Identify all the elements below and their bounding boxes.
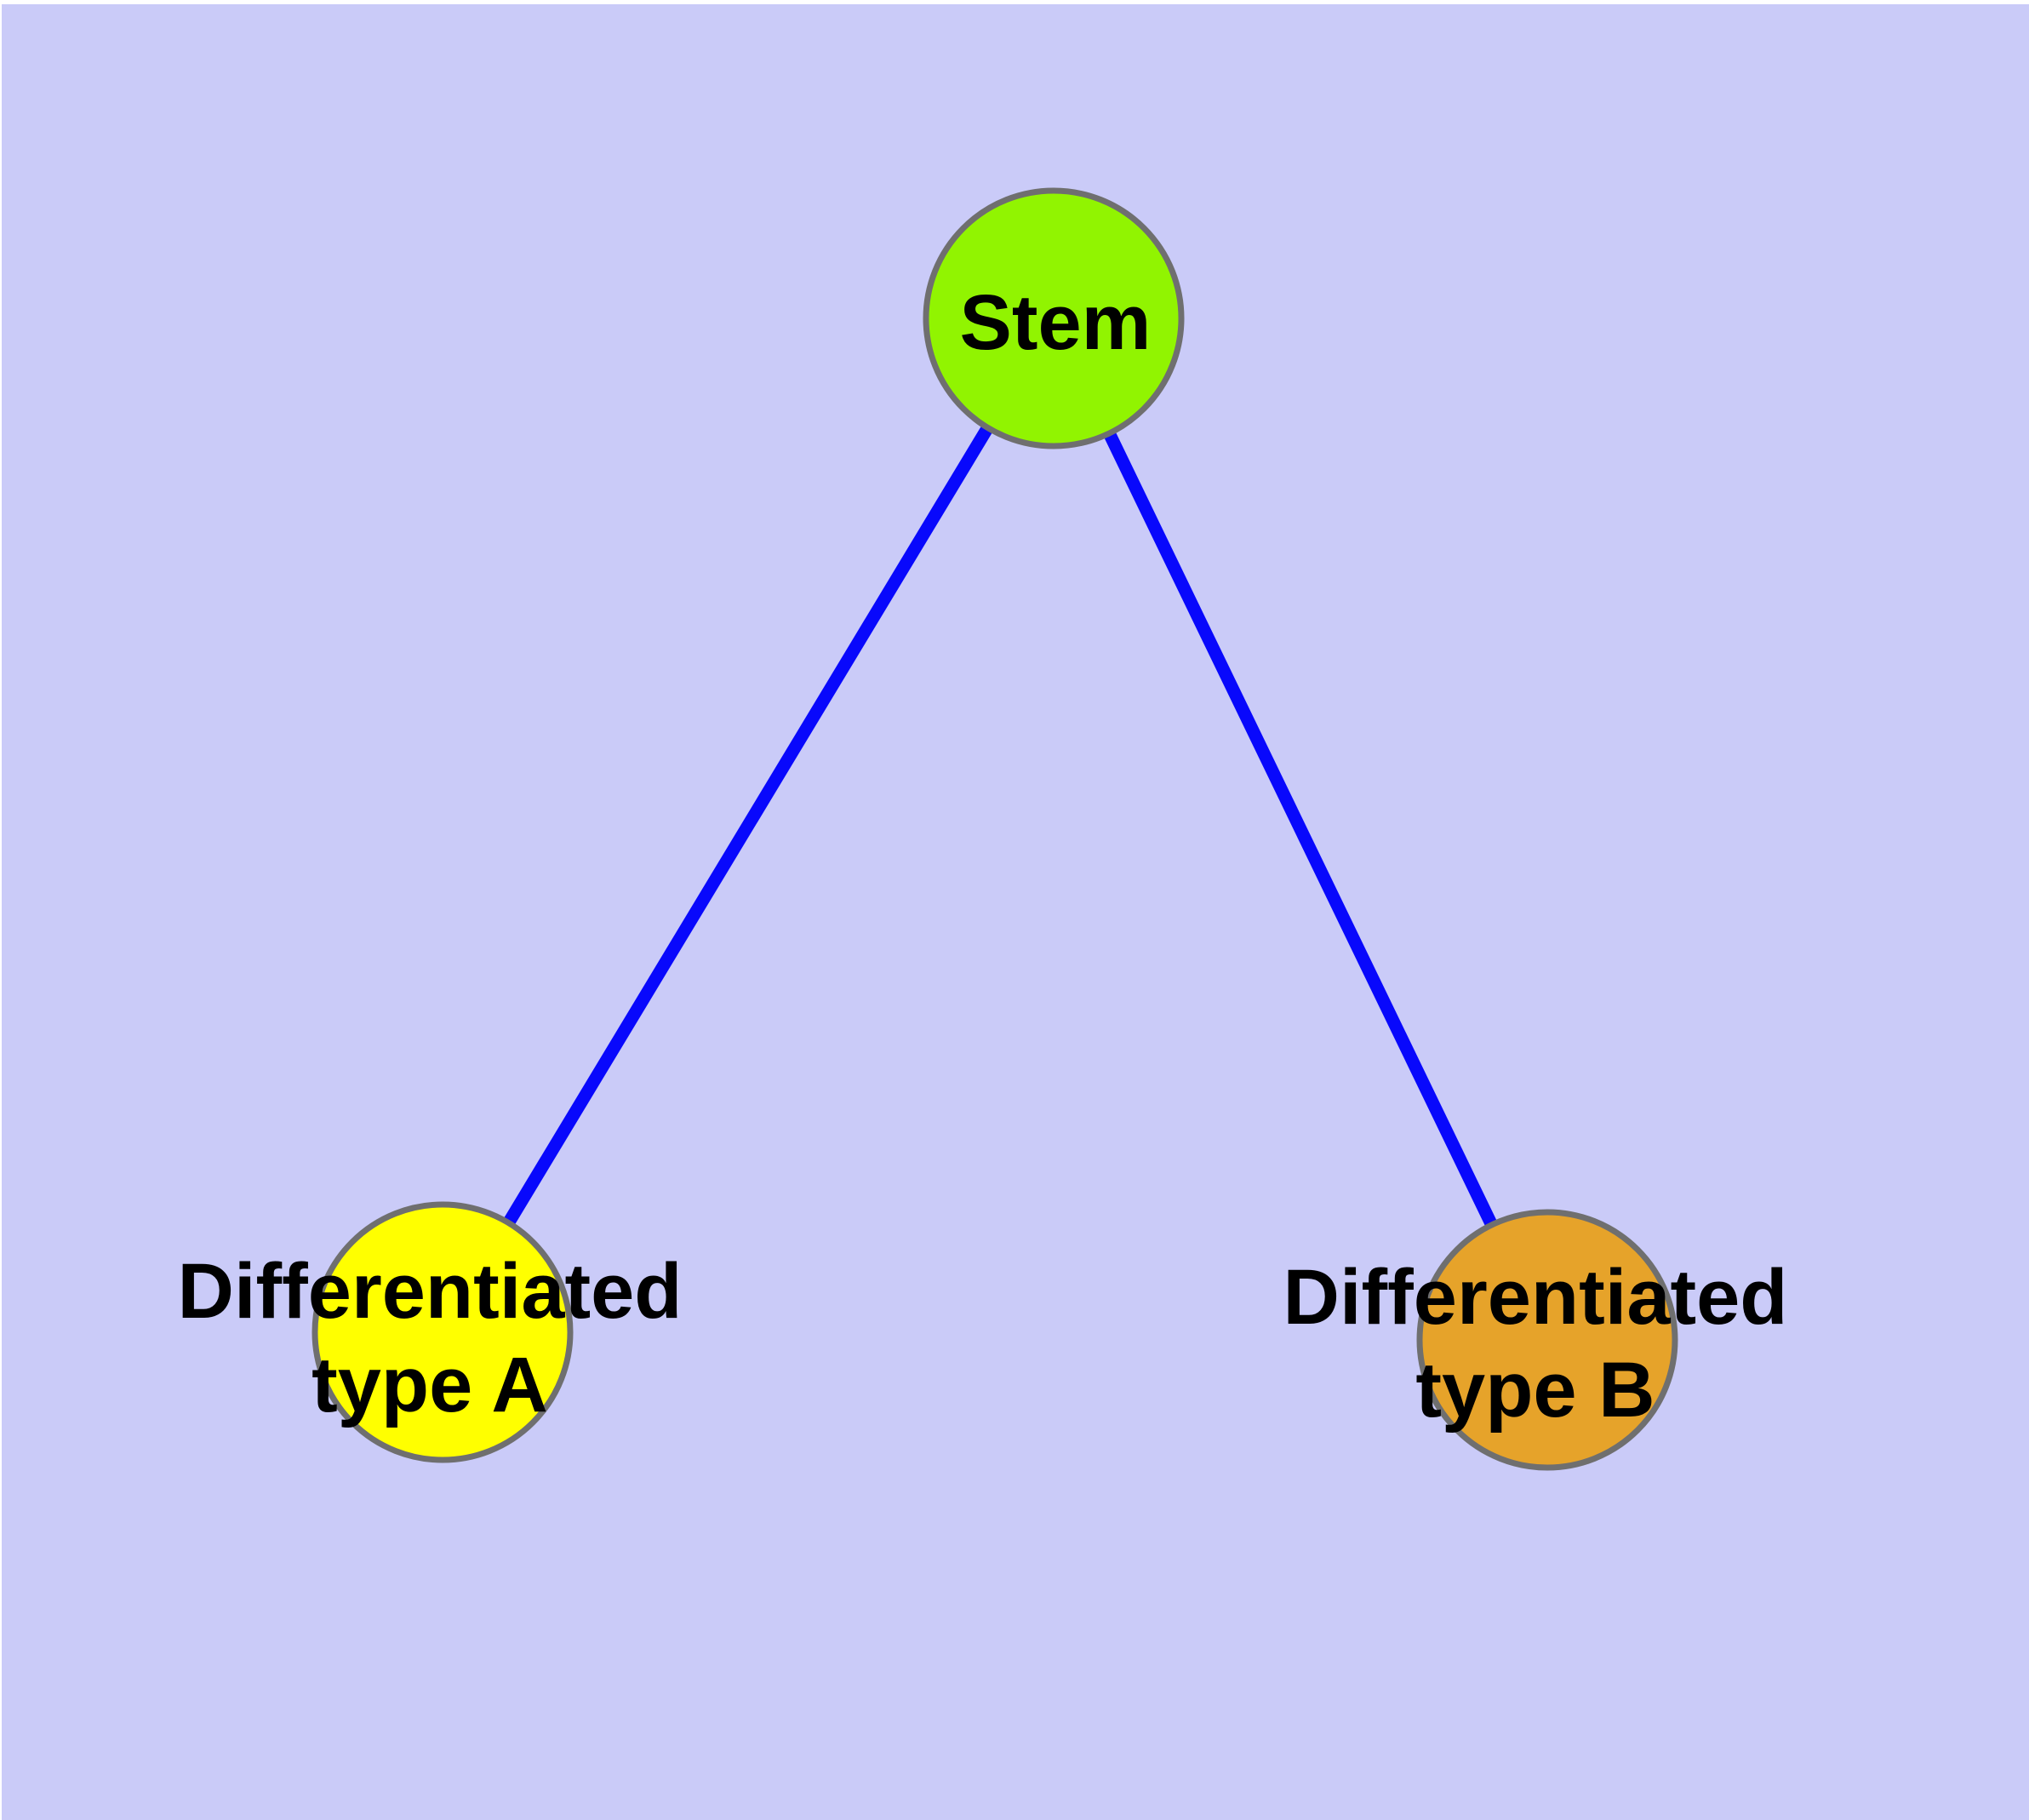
type-b-node-label-line2: type B <box>1415 1347 1655 1434</box>
type-a-node-label-line2: type A <box>311 1342 548 1428</box>
type-b-node-label-line1: Differentiated <box>1283 1254 1788 1341</box>
stem-node-label: Stem <box>960 279 1152 366</box>
type-b-node <box>1416 1209 1678 1471</box>
edge-stem-to-type-a <box>437 315 1060 1336</box>
type-a-node <box>311 1201 574 1463</box>
edge-stem-to-type-b <box>1048 315 1553 1343</box>
type-a-node-label-line1: Differentiated <box>178 1248 683 1335</box>
stem-node <box>923 187 1185 449</box>
